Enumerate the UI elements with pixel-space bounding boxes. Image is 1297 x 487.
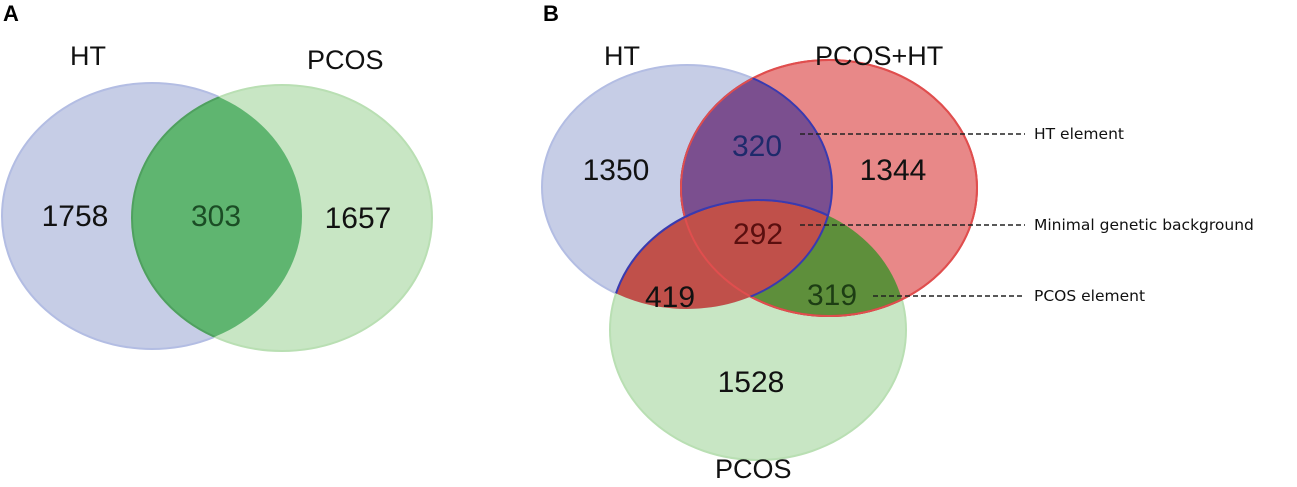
ht-only-count: 1350 <box>583 154 650 187</box>
ht-only-count: 1758 <box>42 200 109 233</box>
ht-pcos-count: 419 <box>645 281 695 314</box>
ht-pcos-ht-count: 320 <box>732 130 782 163</box>
ht-element-callout: HT element <box>1034 125 1124 143</box>
pcos-element-callout: PCOS element <box>1034 287 1145 305</box>
pcos-set-label: PCOS <box>715 454 792 484</box>
panel-b: B HT PCOS+HT PCOS 1350 320 1344 292 419 … <box>541 1 1254 484</box>
pcos-set-label: PCOS <box>307 45 384 75</box>
pcos-outline-in-pcos-ht <box>609 199 832 309</box>
pcos-pcos-ht-count: 319 <box>807 279 857 312</box>
ht-set-label: HT <box>604 41 640 71</box>
pcos-only-count: 1657 <box>325 202 392 235</box>
all-three-count: 292 <box>733 218 783 251</box>
panel-a-letter: A <box>3 1 19 26</box>
panel-b-letter: B <box>543 1 559 26</box>
all-three-overlap <box>610 200 832 309</box>
pcos-only-count: 1528 <box>718 366 785 399</box>
pcos-ht-set-label: PCOS+HT <box>815 41 943 71</box>
pcos-ht-outline <box>680 59 978 317</box>
pcos-ht-only-count: 1344 <box>860 154 927 187</box>
ht-pcos-count: 303 <box>191 200 241 233</box>
ht-set-label: HT <box>70 41 106 71</box>
minimal-genetic-background-callout: Minimal genetic background <box>1034 216 1254 234</box>
panel-a: A HT PCOS 1758 303 1657 <box>1 1 433 352</box>
